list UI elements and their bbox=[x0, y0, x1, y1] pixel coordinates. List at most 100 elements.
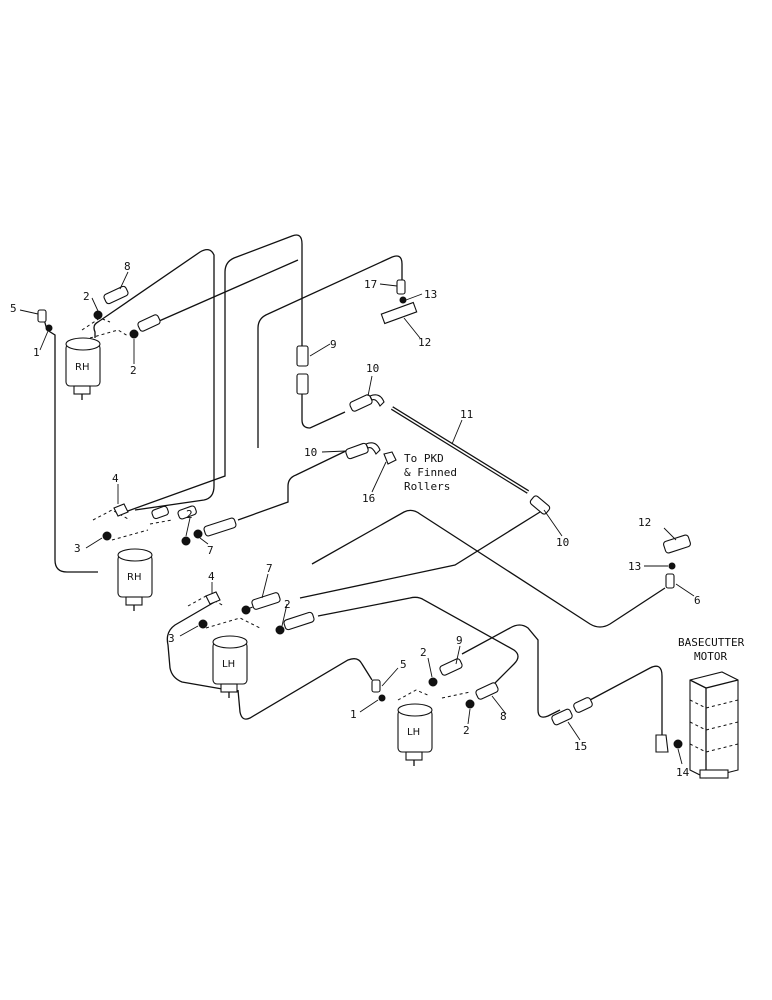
fitting-13-right bbox=[668, 562, 676, 570]
fitting-3-a bbox=[102, 531, 112, 541]
pkd-note-line1: To PKD bbox=[404, 452, 444, 465]
hose-long-6 bbox=[311, 509, 666, 628]
callout-5-bot: 5 bbox=[400, 658, 407, 671]
hose-lines bbox=[41, 234, 666, 735]
hose-lh-loop bbox=[166, 599, 373, 720]
fitting-mid-hose-b bbox=[177, 505, 197, 520]
callout-4-b: 4 bbox=[208, 570, 215, 583]
fitting-10-a bbox=[349, 394, 373, 412]
callout-2-bot-b: 2 bbox=[463, 724, 470, 737]
fitting-2-bot-a bbox=[428, 677, 438, 687]
fitting-10-c bbox=[529, 495, 551, 515]
callout-12-top: 12 bbox=[418, 336, 431, 349]
fitting-9-mid-b bbox=[296, 373, 309, 395]
hose-10-lower bbox=[299, 511, 541, 599]
manifold-12-top bbox=[380, 301, 418, 325]
fitting-9-bot bbox=[439, 658, 463, 676]
callout-2-bot-a: 2 bbox=[420, 646, 427, 659]
callout-2-lower: 2 bbox=[284, 598, 291, 611]
callout-9-mid: 9 bbox=[330, 338, 337, 351]
callout-14: 14 bbox=[676, 766, 690, 779]
callout-5-top: 5 bbox=[10, 302, 17, 315]
fitting-5-top bbox=[37, 309, 47, 323]
callout-numbers: 5 1 2 8 2 17 13 12 9 10 11 10 16 4 3 2 7… bbox=[10, 260, 701, 779]
hose-pkd bbox=[237, 447, 353, 521]
motor-label-line2: MOTOR bbox=[694, 650, 727, 663]
callout-8-top: 8 bbox=[124, 260, 131, 273]
fitting-2-top-a bbox=[93, 310, 103, 320]
callout-12-right: 12 bbox=[638, 516, 651, 529]
hose-basecutter bbox=[317, 596, 519, 687]
callout-11: 11 bbox=[460, 408, 473, 421]
callout-9-bot: 9 bbox=[456, 634, 463, 647]
callout-15: 15 bbox=[574, 740, 587, 753]
callout-6: 6 bbox=[694, 594, 701, 607]
fitting-9-mid-a bbox=[296, 345, 309, 367]
leader-lines bbox=[19, 271, 695, 765]
callout-10-b: 10 bbox=[304, 446, 317, 459]
tank-label-lh-mid: LH bbox=[222, 659, 235, 670]
pkd-note: To PKD & Finned Rollers bbox=[404, 452, 457, 493]
fitting-3-b bbox=[198, 619, 208, 629]
callout-1-top: 1 bbox=[33, 346, 40, 359]
hose-to-manifold bbox=[257, 255, 403, 448]
fitting-4-b bbox=[205, 591, 221, 605]
fitting-14-elbow bbox=[655, 734, 669, 753]
fitting-15-a bbox=[551, 708, 573, 726]
hose-top-loop bbox=[124, 234, 346, 513]
fitting-13-top bbox=[399, 296, 407, 304]
fitting-8-top-b bbox=[137, 314, 161, 332]
hose-rh-top-return bbox=[41, 248, 215, 573]
fitting-1-top bbox=[45, 324, 53, 332]
callout-16: 16 bbox=[362, 492, 375, 505]
fitting-17 bbox=[396, 279, 406, 295]
fitting-16 bbox=[383, 451, 397, 465]
fitting-1-bot bbox=[378, 694, 386, 702]
fitting-2-lower bbox=[275, 625, 285, 635]
fitting-4-a bbox=[113, 503, 129, 517]
tank-rh-top: RH bbox=[65, 337, 101, 400]
callout-1-bot: 1 bbox=[350, 708, 357, 721]
callout-4-a: 4 bbox=[112, 472, 119, 485]
tank-label-lh-bot: LH bbox=[407, 727, 420, 738]
callout-3-b: 3 bbox=[168, 632, 175, 645]
fitting-7-b bbox=[241, 605, 251, 615]
callout-8-bot: 8 bbox=[500, 710, 507, 723]
callout-13-top: 13 bbox=[424, 288, 437, 301]
fitting-10-b bbox=[345, 442, 369, 460]
hose-9-lower bbox=[461, 624, 663, 735]
manifold-12-right bbox=[663, 534, 691, 554]
callout-10-a: 10 bbox=[366, 362, 379, 375]
tank-lh-bot: LH bbox=[397, 703, 433, 766]
fitting-8-bot bbox=[475, 682, 499, 700]
callout-2-mid: 2 bbox=[186, 508, 193, 521]
callout-17: 17 bbox=[364, 278, 377, 291]
pkd-note-line3: Rollers bbox=[404, 480, 450, 493]
fitting-15-b bbox=[573, 697, 593, 713]
callout-7-a: 7 bbox=[207, 544, 214, 557]
fitting-5-bot bbox=[371, 679, 381, 693]
fitting-lower-hose bbox=[283, 611, 315, 631]
callout-2-top-a: 2 bbox=[83, 290, 90, 303]
fitting-6 bbox=[665, 573, 675, 589]
tank-rh-mid: RH bbox=[117, 548, 153, 611]
fitting-14 bbox=[673, 739, 683, 749]
fitting-mid-hose-a bbox=[151, 505, 169, 520]
fitting-8-top bbox=[103, 285, 129, 305]
fitting-2-top-b bbox=[129, 329, 139, 339]
tank-lh-mid: LH bbox=[212, 635, 248, 698]
motor-label-line1: BASECUTTER bbox=[678, 636, 745, 649]
fittings bbox=[37, 279, 691, 753]
tank-label-rh-top: RH bbox=[75, 362, 89, 373]
fitting-7-a bbox=[193, 529, 203, 539]
tank-label-rh-mid: RH bbox=[127, 572, 141, 583]
fitting-2-bot-b bbox=[465, 699, 475, 709]
fitting-7-a-body bbox=[203, 517, 237, 537]
callout-7-b: 7 bbox=[266, 562, 273, 575]
fitting-7-b-body bbox=[251, 592, 281, 610]
fitting-2-mid bbox=[181, 536, 191, 546]
pkd-note-line2: & Finned bbox=[404, 466, 457, 479]
callout-3-a: 3 bbox=[74, 542, 81, 555]
basecutter-motor: BASECUTTER MOTOR bbox=[678, 636, 745, 779]
